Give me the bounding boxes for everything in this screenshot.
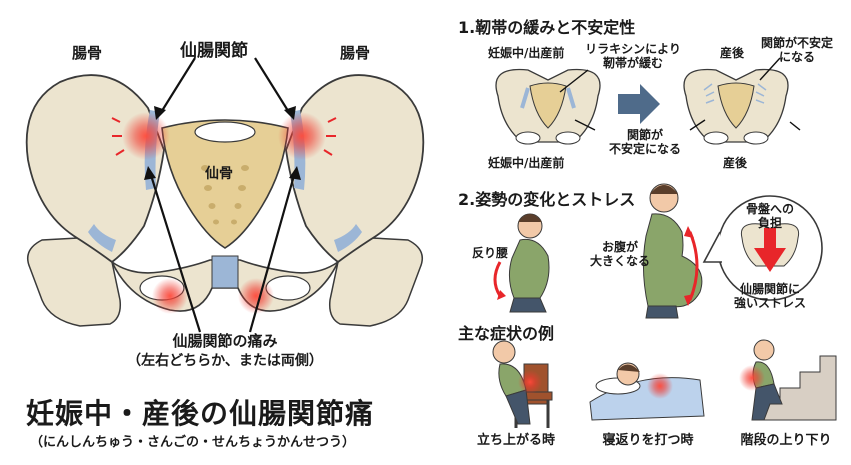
pain-label: 仙腸関節の痛み (172, 332, 278, 350)
pain-label-note: （左右どちらか、または両側） (127, 353, 323, 369)
pelvis-before (495, 68, 601, 145)
section3-heading: 主な症状の例 (458, 324, 555, 343)
arrow-right-icon (618, 84, 660, 124)
main-subtitle: （にんしんちゅう・さんごの・せんちょうかんせつう） (30, 435, 356, 450)
unstable-top-1: 関節が不安定 (760, 36, 833, 50)
pain-right-si (278, 112, 326, 160)
pelvis-after (683, 68, 789, 145)
burden-label-1: 骨盤への (745, 202, 794, 216)
symptom-label-stairs: 階段の上り下り (740, 433, 832, 448)
symptom-label-standing-up: 立ち上がる時 (476, 433, 555, 448)
stress-label-1: 仙腸関節に (739, 282, 800, 296)
before-top-label: 妊娠中/出産前 (488, 46, 565, 60)
symptom-label-rolling-over: 寝返りを打つ時 (602, 433, 694, 448)
after-top-label: 産後 (720, 46, 745, 60)
unstable-mid-2: 不安定になる (608, 142, 681, 156)
sway-back-label: 反り腰 (472, 246, 509, 260)
relaxin-label-2: 靭帯が緩む (602, 56, 663, 70)
left-femur (27, 237, 122, 327)
relaxin-label-1: リラキシンにより (585, 42, 681, 56)
unstable-mid-1: 関節が (626, 128, 663, 142)
belly-label-1: お腹が (601, 240, 638, 254)
symptom-stairs-figure (739, 339, 837, 421)
label-sacrum: 仙骨 (205, 166, 233, 182)
pregnant-woman-figure (642, 183, 703, 319)
main-title: 妊娠中・産後の仙腸関節痛 (26, 397, 375, 430)
burden-label-2: 負担 (757, 216, 782, 230)
after-bottom-label: 産後 (723, 156, 748, 170)
pain-left-si (122, 112, 170, 160)
stress-label-2: 強いストレス (733, 296, 806, 310)
unstable-top-2: になる (778, 50, 815, 64)
pain-right-low (238, 278, 274, 314)
section1-heading: 1.靭帯の緩みと不安定性 (458, 18, 636, 37)
woman-sway-back-figure (508, 213, 550, 313)
label-left-ilium: 腸骨 (72, 44, 103, 62)
section2-heading: 2.姿勢の変化とストレス (458, 190, 636, 209)
symptom-standing-up-figure (492, 340, 553, 428)
symptom-rolling-over-figure (589, 362, 705, 421)
label-si-joint: 仙腸関節 (180, 41, 248, 61)
belly-label-2: 大きくなる (589, 254, 650, 268)
sacrum-bone (161, 119, 289, 249)
pain-left-low (152, 278, 188, 314)
label-right-ilium: 腸骨 (340, 44, 371, 62)
right-femur (328, 237, 423, 327)
before-bottom-label: 妊娠中/出産前 (488, 156, 565, 170)
